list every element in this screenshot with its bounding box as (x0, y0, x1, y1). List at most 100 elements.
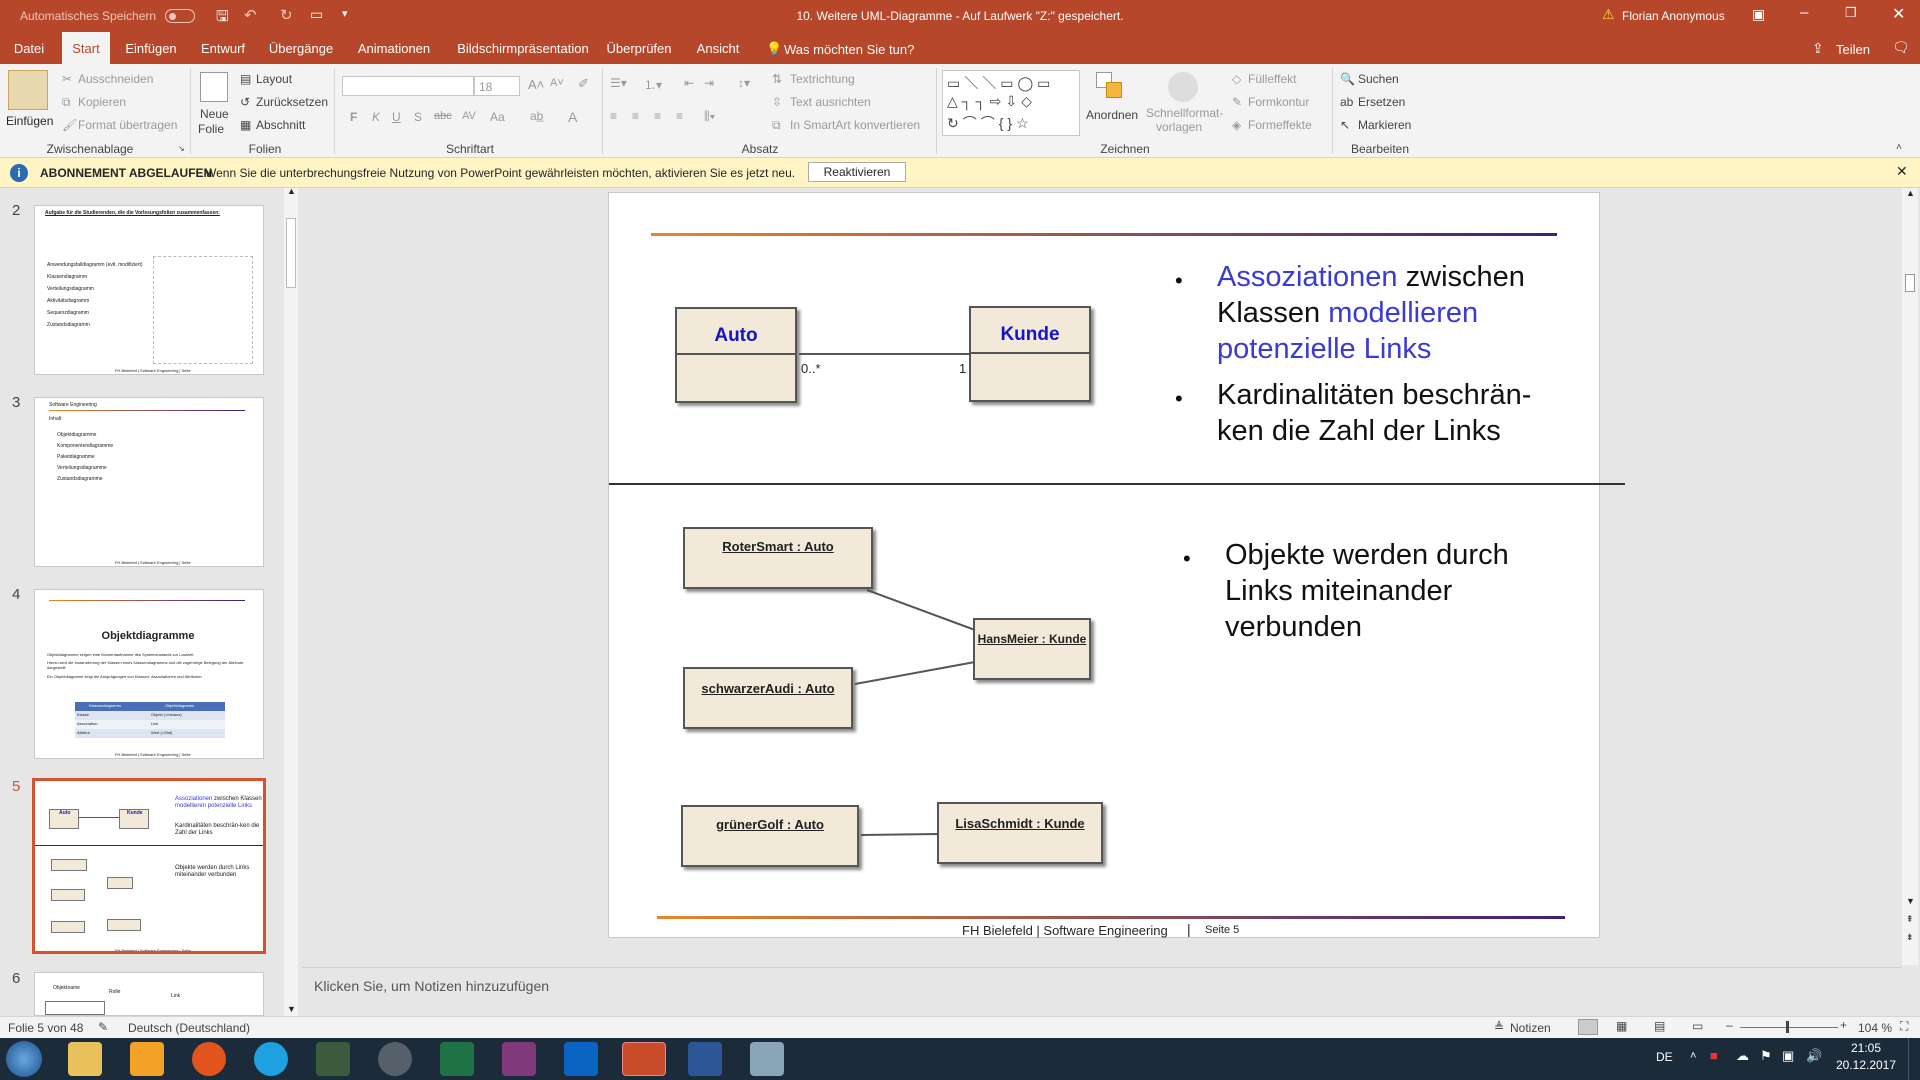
notes-pane[interactable]: Klicken Sie, um Notizen hinzuzufügen (302, 967, 1902, 1017)
slide-thumbnail-4[interactable]: Objektdiagramme Objektdiagramme zeigen e… (34, 589, 264, 759)
indent-decrease-icon[interactable]: ⇤ (684, 76, 695, 90)
tab-einfuegen[interactable]: Einfügen (125, 41, 177, 56)
paste-icon[interactable] (8, 70, 48, 110)
zoom-in-icon[interactable]: + (1840, 1018, 1848, 1032)
network-icon[interactable]: ▣ (1782, 1048, 1795, 1063)
tab-datei[interactable]: Datei (13, 41, 45, 56)
slideshow-icon[interactable]: ▭ (1692, 1019, 1704, 1033)
prev-slide-icon[interactable]: ⇞ (1906, 914, 1914, 924)
justify-icon[interactable]: ≡ (676, 109, 684, 123)
arrange-button[interactable]: Anordnen (1086, 108, 1139, 122)
text-direction-button[interactable]: Textrichtung (790, 72, 855, 86)
input-language[interactable]: DE (1656, 1050, 1673, 1064)
tab-uebergaenge[interactable]: Übergänge (268, 41, 334, 56)
save-icon[interactable]: 🖫 (216, 8, 229, 25)
close-icon[interactable]: ✕ (1892, 6, 1906, 23)
tell-me-input[interactable]: Was möchten Sie tun? (784, 42, 915, 57)
new-slide-label-2[interactable]: Folie (198, 122, 225, 136)
reactivate-button[interactable]: Reaktivieren (808, 162, 906, 182)
replace-button[interactable]: Ersetzen (1358, 95, 1406, 109)
columns-icon[interactable]: ⫼▾ (704, 109, 716, 123)
italic-button[interactable]: K (372, 110, 381, 124)
shape-fill-button[interactable]: Fülleffekt (1248, 72, 1297, 86)
spellcheck-icon[interactable]: ✎ (98, 1020, 109, 1034)
cloud-icon[interactable]: ☁ (1736, 1048, 1749, 1063)
copy-button[interactable]: Kopieren (78, 95, 127, 109)
redo-icon[interactable]: ↻ (280, 7, 293, 24)
dialog-launcher-icon[interactable]: ↘ (178, 144, 185, 153)
scroll-down-icon[interactable]: ▼ (1906, 896, 1915, 906)
comments-icon[interactable]: 🗨 (1892, 39, 1910, 55)
powerpoint-icon[interactable] (622, 1042, 666, 1076)
line-spacing-icon[interactable]: ↕▾ (738, 76, 751, 90)
font-color-icon[interactable]: A (568, 109, 578, 125)
char-spacing-button[interactable]: AV (462, 110, 476, 122)
section-button[interactable]: Abschnitt (256, 118, 306, 132)
shapes-gallery[interactable]: ▭＼＼▭◯▭ △┐┐⇨⇩◇ ↻⌒⌒{}☆ (942, 70, 1080, 136)
align-center-icon[interactable]: ≡ (632, 109, 640, 123)
shape-outline-button[interactable]: Formkontur (1248, 95, 1310, 109)
fit-slide-icon[interactable]: ⛶ (1900, 1019, 1909, 1033)
select-button[interactable]: Markieren (1358, 118, 1412, 132)
ribbon-display-icon[interactable]: ▣ (1752, 6, 1766, 22)
indent-increase-icon[interactable]: ⇥ (704, 76, 715, 90)
shapes-row-2-icon[interactable]: △┐┐⇨⇩◇ (947, 93, 1036, 109)
notes-placeholder[interactable]: Klicken Sie, um Notizen hinzuzufügen (314, 978, 550, 994)
scroll-down-icon[interactable]: ▼ (287, 1004, 296, 1014)
uml-object-schwarzeraudi[interactable]: schwarzerAudi : Auto (683, 667, 853, 729)
smartart-button[interactable]: In SmartArt konvertieren (790, 118, 921, 132)
message-close-icon[interactable]: ✕ (1896, 163, 1908, 179)
share-icon[interactable]: ⇪ (1812, 40, 1824, 56)
quick-styles-icon[interactable] (1168, 72, 1198, 102)
customize-qat-icon[interactable]: ▾ (342, 8, 348, 20)
show-desktop-button[interactable] (1908, 1038, 1920, 1080)
undo-icon[interactable]: ↶ (244, 7, 257, 24)
slide-thumbnail-5[interactable]: Auto Kunde Assoziationen zwischen Klasse… (32, 778, 266, 954)
zoom-out-icon[interactable]: – (1726, 1018, 1733, 1032)
uml-object-hansmeier[interactable]: HansMeier : Kunde (973, 618, 1091, 680)
next-slide-icon[interactable]: ⇟ (1906, 932, 1914, 942)
satellite-icon[interactable] (378, 1042, 412, 1076)
format-painter-button[interactable]: Format übertragen (78, 118, 178, 132)
copy-icon[interactable]: ⧉ (62, 95, 71, 109)
firefox-icon[interactable] (192, 1042, 226, 1076)
bold-button[interactable]: F (350, 110, 358, 124)
language-indicator[interactable]: Deutsch (Deutschland) (128, 1021, 251, 1035)
paste-button[interactable]: Einfügen (6, 114, 54, 128)
tab-bildschirmpraesentation[interactable]: Bildschirmpräsentation (457, 41, 589, 56)
present-icon[interactable]: ▭ (310, 6, 324, 22)
editor-scrollbar[interactable]: ▲ ▼ ⇞ ⇟ (1902, 188, 1918, 965)
grow-font-icon[interactable]: A˄ (528, 77, 545, 92)
thumbnail-scrollbar[interactable]: ▲ ▼ (284, 186, 298, 1016)
uml-object-lisaschmidt[interactable]: LisaSchmidt : Kunde (937, 802, 1103, 864)
uml-object-rotersmart[interactable]: RoterSmart : Auto (683, 527, 873, 589)
restore-icon[interactable]: ❐ (1845, 5, 1857, 20)
tab-animationen[interactable]: Animationen (357, 41, 431, 56)
zoom-slider[interactable] (1740, 1027, 1838, 1028)
slide-thumbnail-6[interactable]: Objektname Rolle Link (34, 972, 264, 1016)
scissors-icon[interactable]: ✂ (62, 72, 73, 86)
reading-view-icon[interactable]: ▤ (1654, 1019, 1666, 1033)
strikethrough-button[interactable]: abc (434, 110, 452, 122)
shapes-row-1-icon[interactable]: ▭＼＼▭◯▭ (947, 75, 1055, 91)
shrink-font-icon[interactable]: A˅ (550, 77, 564, 89)
clear-format-icon[interactable]: ✐ (578, 76, 589, 91)
highlight-icon[interactable]: ab̲ (530, 109, 544, 123)
onenote-icon[interactable] (502, 1042, 536, 1076)
scroll-up-icon[interactable]: ▲ (1906, 188, 1915, 198)
format-painter-icon[interactable]: 🖌 (62, 118, 78, 132)
new-slide-label-1[interactable]: Neue (200, 107, 229, 121)
change-case-button[interactable]: Aa (490, 110, 505, 124)
minimize-icon[interactable]: – (1800, 4, 1809, 21)
word-icon[interactable] (688, 1042, 722, 1076)
shape-effects-button[interactable]: Formeffekte (1248, 118, 1312, 132)
reset-button[interactable]: Zurücksetzen (256, 95, 329, 109)
user-name[interactable]: Florian Anonymous (1622, 9, 1725, 23)
paint-icon[interactable] (750, 1042, 784, 1076)
quick-styles-label-2[interactable]: vorlagen (1156, 120, 1203, 134)
scroll-thumb[interactable] (1905, 274, 1915, 292)
scroll-thumb[interactable] (286, 218, 296, 288)
system-tool-icon[interactable] (316, 1042, 350, 1076)
align-left-icon[interactable]: ≡ (610, 109, 618, 123)
tray-app-icon[interactable]: ■ (1710, 1048, 1718, 1063)
